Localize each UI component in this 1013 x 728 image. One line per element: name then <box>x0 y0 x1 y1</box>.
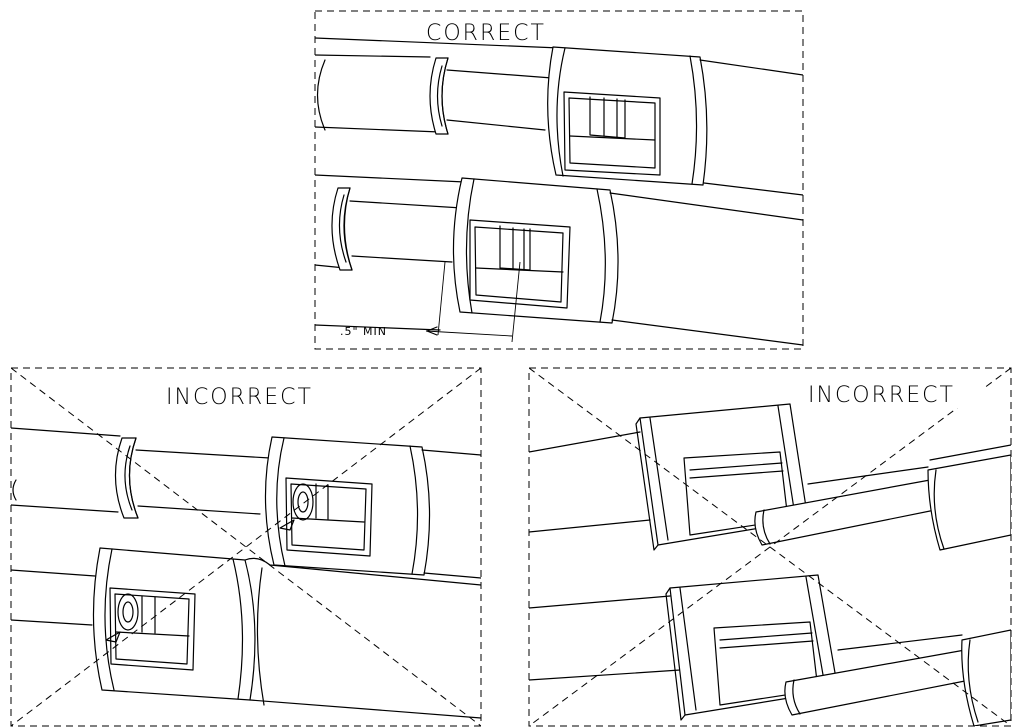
cable-edge <box>11 504 119 513</box>
dimension-extension <box>511 261 521 343</box>
upper-sleeve <box>264 436 431 576</box>
cylinder-end <box>316 59 326 131</box>
incorrect-left-assembly <box>11 368 481 726</box>
cable-edge <box>807 466 929 485</box>
panel-incorrect-left-border <box>10 367 482 727</box>
panel-incorrect-right-border <box>528 367 1012 727</box>
cable-edge <box>837 634 963 651</box>
panel-correct-label: CORRECT <box>426 21 546 46</box>
correct-assembly <box>315 37 803 346</box>
panel-incorrect-left-label: INCORRECT <box>166 385 313 410</box>
panel-incorrect-right-label: INCORRECT <box>808 383 955 408</box>
cross-out-line <box>11 368 481 726</box>
dimension-line <box>425 330 513 337</box>
rod-edge <box>351 255 453 263</box>
cable-edge <box>929 444 1011 461</box>
lower-sleeve <box>452 177 619 324</box>
dimension-extension <box>437 261 446 336</box>
cable-edge <box>611 319 803 346</box>
cable-edge <box>529 669 681 681</box>
cable-edge <box>11 427 121 437</box>
sleeve-window <box>563 91 661 176</box>
cable-edge <box>529 519 651 533</box>
lower-sleeve <box>92 547 256 701</box>
cable-edge <box>703 182 803 196</box>
panel-incorrect-right: INCORRECT <box>528 367 1012 727</box>
cable-edge <box>529 431 641 453</box>
cable-edge <box>529 595 671 609</box>
cable-edge <box>315 37 561 49</box>
upper-sleeve <box>547 46 708 186</box>
rod-edge <box>135 449 271 459</box>
rod-edge <box>446 119 546 131</box>
cable-edge <box>249 699 481 719</box>
label-backdrop <box>162 380 342 410</box>
lower-ferrule <box>961 629 1011 726</box>
panel-correct: CORRECT <box>314 10 804 350</box>
incorrect-right-assembly <box>529 368 1011 726</box>
panel-incorrect-left: INCORRECT <box>10 367 482 727</box>
cable-edge <box>11 619 93 626</box>
sleeve-window <box>109 587 196 671</box>
boot-edge <box>256 567 265 706</box>
rod-edge <box>446 69 553 79</box>
sleeve-window <box>285 477 373 557</box>
cable-edge <box>423 572 481 579</box>
sleeve-window <box>469 219 571 309</box>
cable-edge <box>315 324 441 331</box>
upper-ferrule <box>927 454 1011 551</box>
upper-left-collar <box>429 57 449 135</box>
dimension-arrow <box>426 326 438 336</box>
panel-correct-border <box>314 10 804 350</box>
label-backdrop <box>804 378 984 408</box>
cylinder-end <box>12 479 17 501</box>
cable-edge <box>609 192 803 221</box>
cable-edge <box>315 126 441 133</box>
cross-out-line <box>529 368 1011 726</box>
cable-edge <box>315 174 466 183</box>
rod-edge <box>349 200 463 209</box>
lower-left-collar <box>331 187 353 271</box>
cable-edge <box>699 59 803 76</box>
cable-edge <box>11 569 96 577</box>
cross-out-line <box>11 368 481 726</box>
rod-edge <box>137 505 261 515</box>
upper-left-collar <box>114 437 139 519</box>
cable-edge <box>421 449 481 456</box>
cable-edge <box>315 54 431 58</box>
dimension-note: .5" MIN <box>340 325 387 338</box>
